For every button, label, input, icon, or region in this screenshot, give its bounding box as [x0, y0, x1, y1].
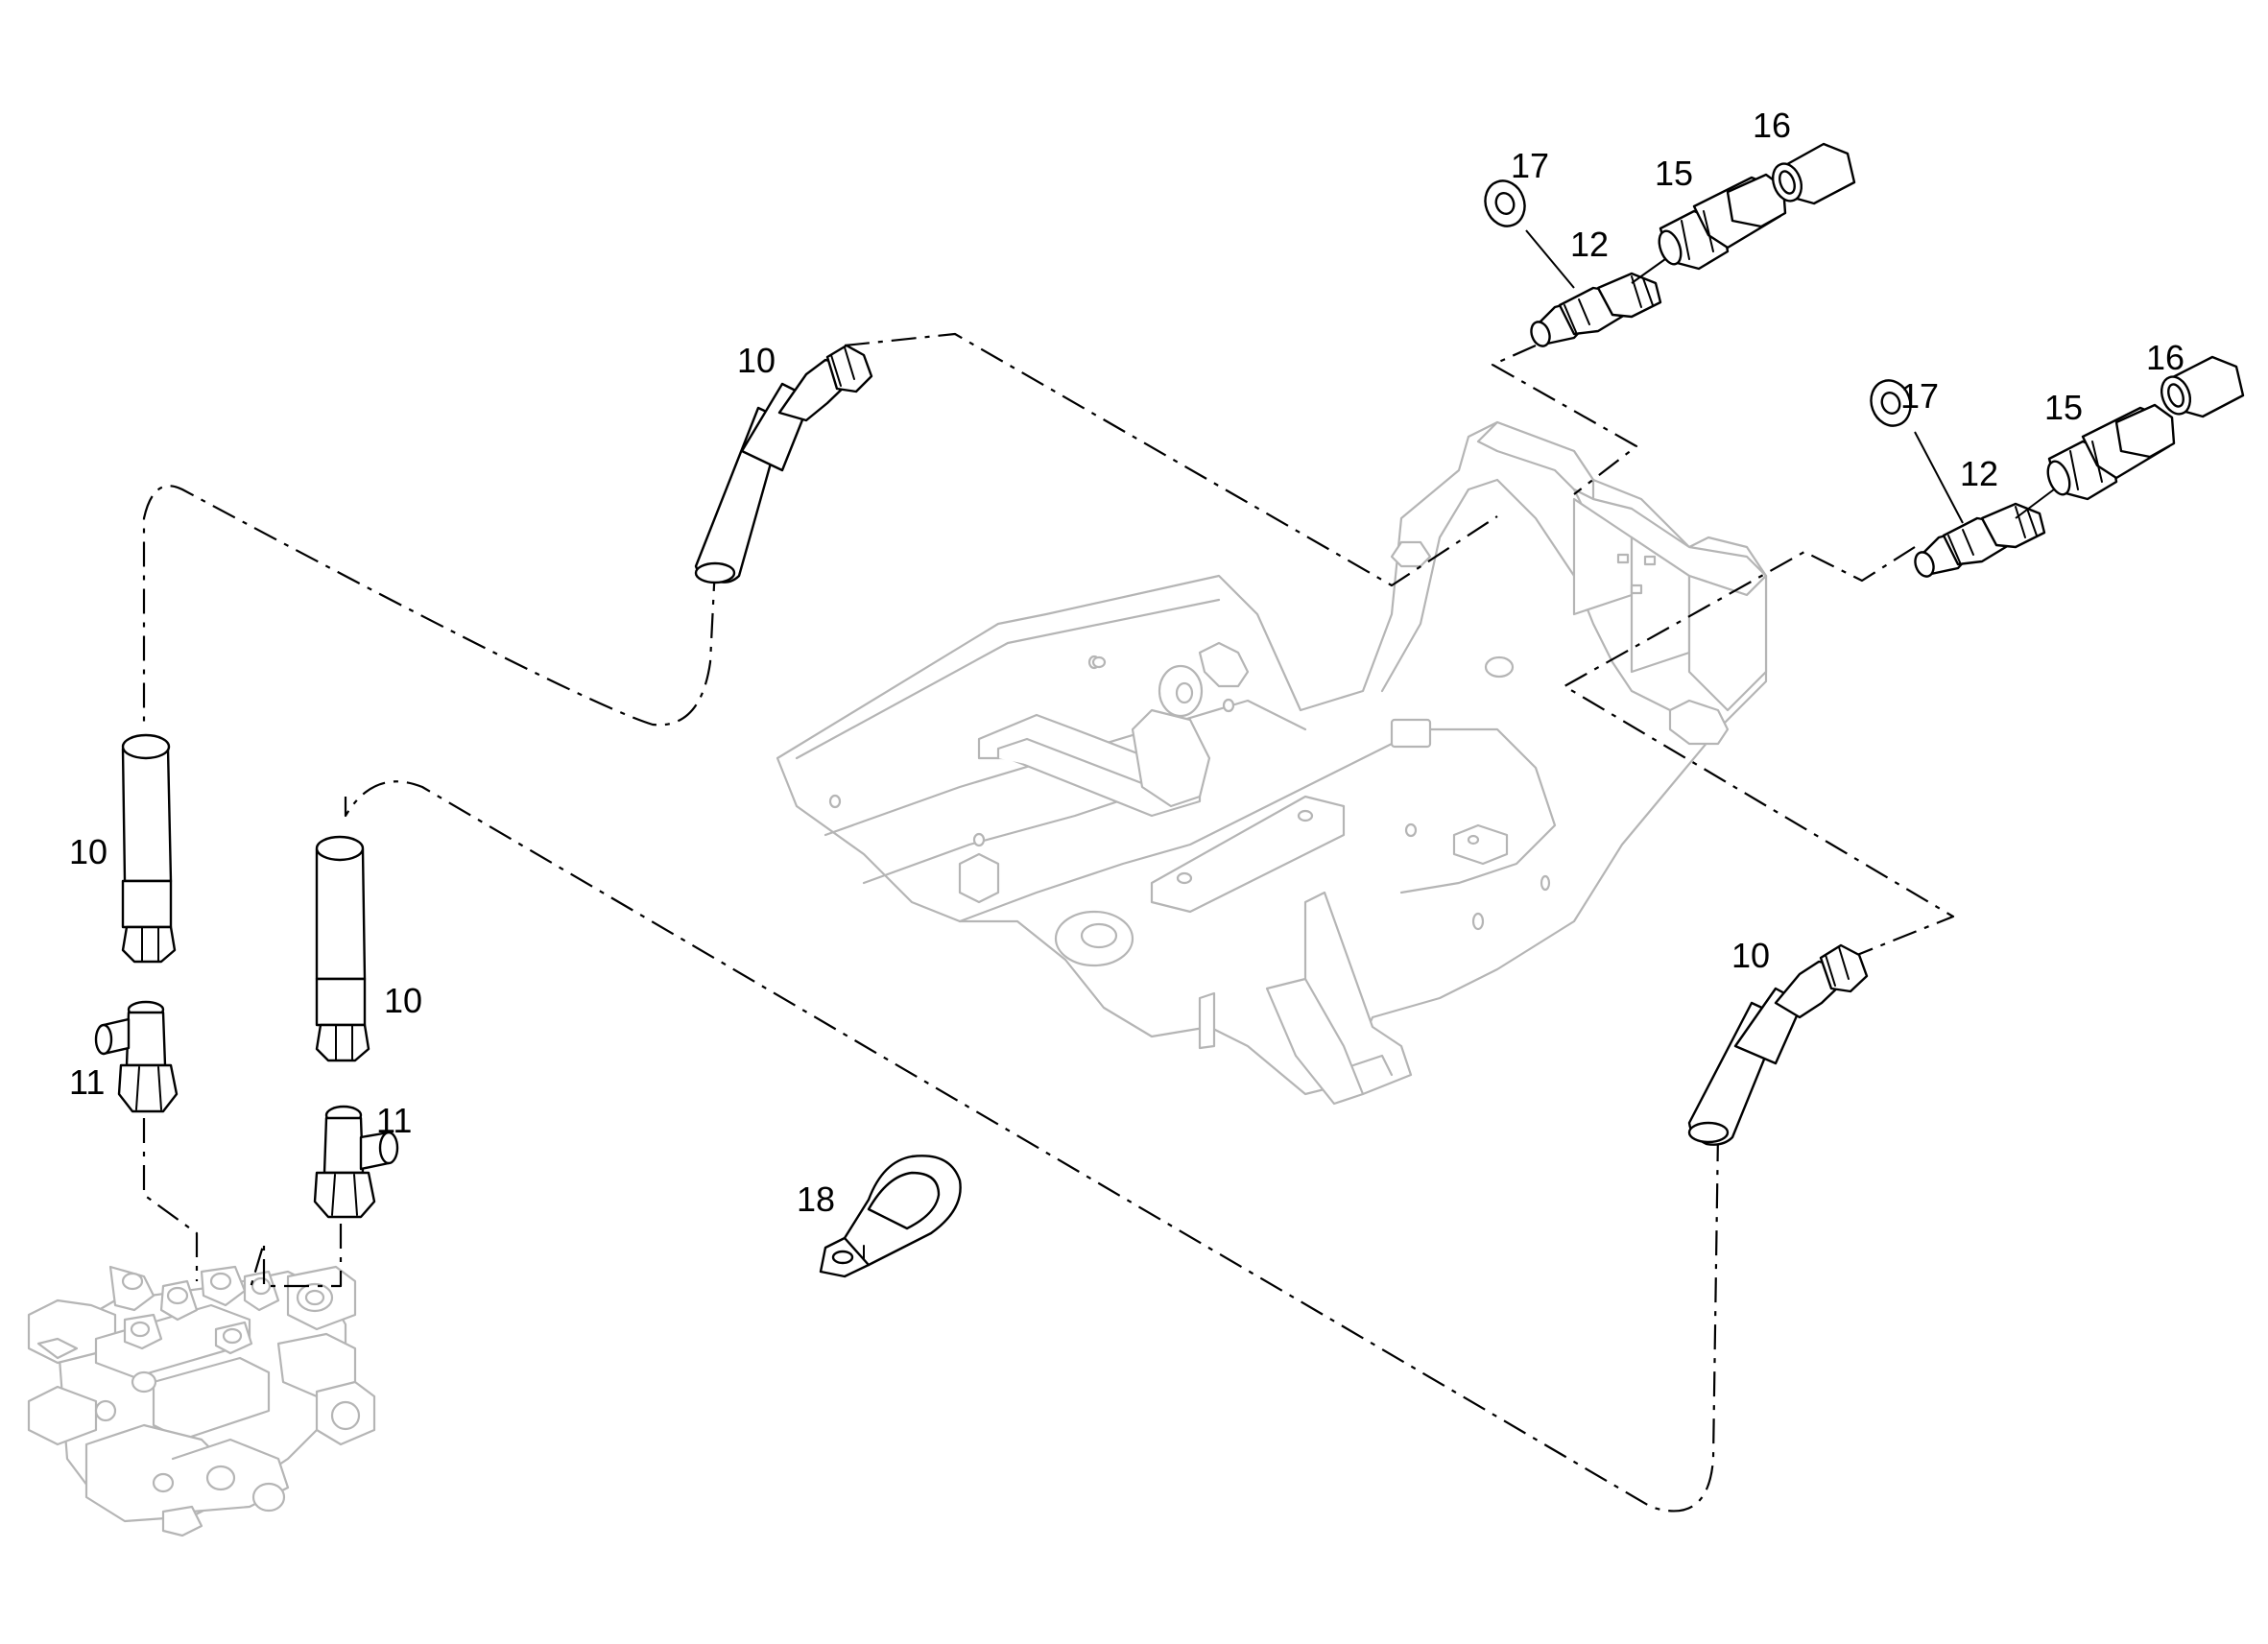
leader-12-upper [1525, 229, 1575, 289]
leader-hose-loop-1 [142, 485, 717, 729]
callout-16: 16 [2146, 338, 2184, 377]
leader-tee-2 [248, 1224, 343, 1292]
quick-coupler-15-lower[interactable] [2043, 403, 2176, 501]
callout-10: 10 [69, 832, 107, 871]
callout-15: 15 [2044, 388, 2083, 427]
leader-coupler-2 [1563, 546, 1955, 957]
callout-15: 15 [1655, 154, 1693, 193]
leader-15-upper [1631, 258, 1666, 284]
tee-fitting-11-left[interactable] [94, 1000, 179, 1113]
leader-coupler-1 [1491, 344, 1638, 495]
callout-12: 12 [1570, 225, 1609, 264]
bulkhead-adapter-12-upper[interactable] [1528, 272, 1662, 348]
hose-10-left-vertical-2[interactable] [315, 835, 370, 1062]
callout-10: 10 [1731, 936, 1770, 975]
leader-hose-upper [844, 332, 1498, 587]
quick-coupler-15-upper[interactable] [1655, 173, 1787, 271]
washer-17-upper[interactable] [1479, 176, 1531, 232]
callout-10: 10 [384, 981, 422, 1020]
callouts: 10 10 10 10 11 11 12 12 15 15 16 16 17 1… [69, 106, 2184, 1219]
leader-12-lower [1914, 431, 1964, 524]
washer-17-lower[interactable] [1865, 375, 1917, 432]
hose-10-left-vertical-1[interactable] [121, 733, 177, 964]
leader-15-lower [2015, 488, 2055, 519]
hose-10-lower-right[interactable] [1687, 943, 1869, 1146]
dust-cap-16-lower[interactable] [2157, 355, 2245, 418]
tee-fitting-11-right[interactable] [313, 1105, 399, 1219]
control-valve-icon [27, 1265, 376, 1537]
callout-17: 17 [1900, 376, 1939, 416]
hose-clamp-18[interactable] [819, 1155, 962, 1278]
bulkhead-adapter-12-lower[interactable] [1912, 502, 2046, 579]
frame-assembly-icon [776, 420, 1768, 1106]
hose-10-upper-left[interactable] [694, 344, 873, 584]
leader-tee-1 [142, 1118, 199, 1281]
callout-11: 11 [376, 1101, 412, 1140]
leader-lines [142, 332, 1955, 1513]
dust-cap-16-upper[interactable] [1768, 142, 1856, 205]
callout-12: 12 [1960, 454, 1998, 493]
callout-10: 10 [737, 341, 776, 380]
callout-18: 18 [797, 1179, 835, 1219]
callout-11: 11 [69, 1062, 105, 1102]
leader-hose-loop-2 [344, 780, 1720, 1513]
callout-17: 17 [1511, 146, 1549, 185]
callout-16: 16 [1753, 106, 1791, 145]
